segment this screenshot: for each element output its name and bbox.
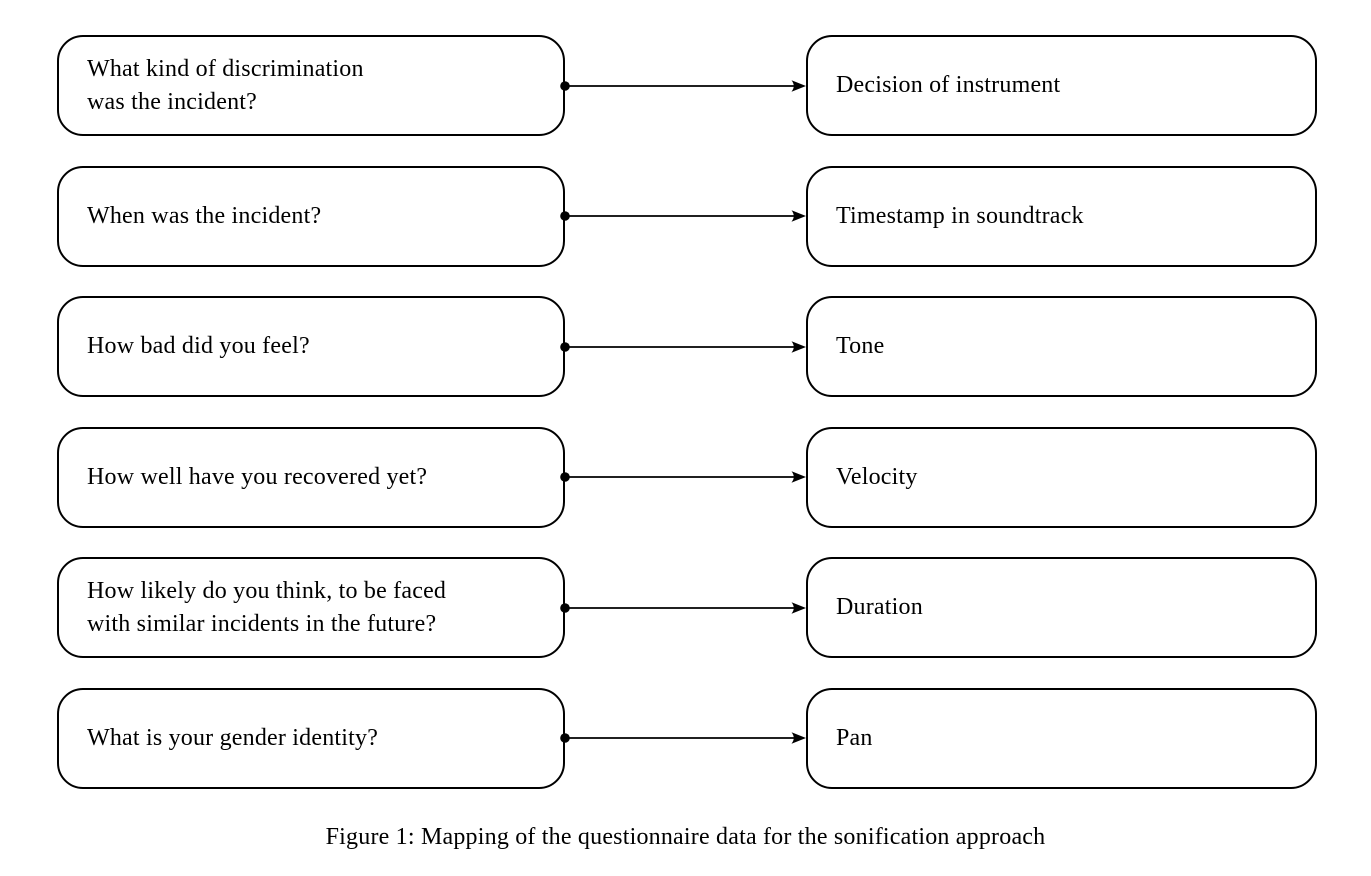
arrow-head-icon	[791, 210, 806, 222]
mapping-row: What kind of discrimination was the inci…	[0, 35, 1371, 136]
parameter-text: Tone	[836, 333, 885, 359]
figure-caption: Figure 1: Mapping of the questionnaire d…	[325, 824, 1046, 850]
arrow-head-icon	[791, 340, 806, 353]
question-box: How well have you recovered yet?	[57, 426, 565, 528]
question-text: What kind of discrimination was the inci…	[87, 55, 364, 115]
question-text: How likely do you think, to be faced wit…	[87, 577, 447, 637]
parameter-box: Duration	[806, 557, 1317, 658]
question-box: How bad did you feel?	[57, 296, 565, 397]
parameter-text: Timestamp in soundtrack	[836, 202, 1084, 229]
question-text: What is your gender identity?	[87, 724, 379, 751]
arrow-head-icon	[791, 79, 806, 92]
parameter-text: Pan	[836, 724, 873, 751]
parameter-box: Decision of instrument	[806, 35, 1317, 136]
mapping-arrow-icon	[560, 601, 806, 614]
mapping-row: How likely do you think, to be faced wit…	[0, 557, 1371, 658]
mapping-arrow-icon	[560, 340, 806, 353]
question-text: How well have you recovered yet?	[87, 463, 428, 490]
arrow-head-icon	[791, 601, 806, 614]
mapping-row: How well have you recovered yet? Velocit…	[0, 426, 1371, 528]
question-text: How bad did you feel?	[87, 333, 310, 359]
question-box: What is your gender identity?	[57, 687, 565, 789]
parameter-text: Duration	[836, 594, 923, 620]
mapping-arrow-icon	[560, 79, 806, 92]
mapping-arrow-icon	[560, 732, 806, 744]
arrow-head-icon	[791, 732, 806, 744]
parameter-text: Velocity	[836, 463, 918, 490]
mapping-row: What is your gender identity? Pan	[0, 687, 1371, 789]
parameter-box: Pan	[806, 687, 1317, 789]
parameter-box: Velocity	[806, 426, 1317, 528]
mapping-row: How bad did you feel? Tone	[0, 296, 1371, 397]
mapping-row: When was the incident? Timestamp in soun…	[0, 165, 1371, 267]
question-box: How likely do you think, to be faced wit…	[57, 557, 565, 658]
parameter-box: Tone	[806, 296, 1317, 397]
question-box: When was the incident?	[57, 165, 565, 267]
mapping-arrow-icon	[560, 471, 806, 483]
mapping-arrow-icon	[560, 210, 806, 222]
parameter-box: Timestamp in soundtrack	[806, 165, 1317, 267]
parameter-text: Decision of instrument	[836, 72, 1061, 98]
arrow-head-icon	[791, 471, 806, 483]
mapping-rows: What kind of discrimination was the inci…	[0, 35, 1371, 789]
question-text: When was the incident?	[87, 202, 322, 229]
question-box: What kind of discrimination was the inci…	[57, 35, 565, 136]
